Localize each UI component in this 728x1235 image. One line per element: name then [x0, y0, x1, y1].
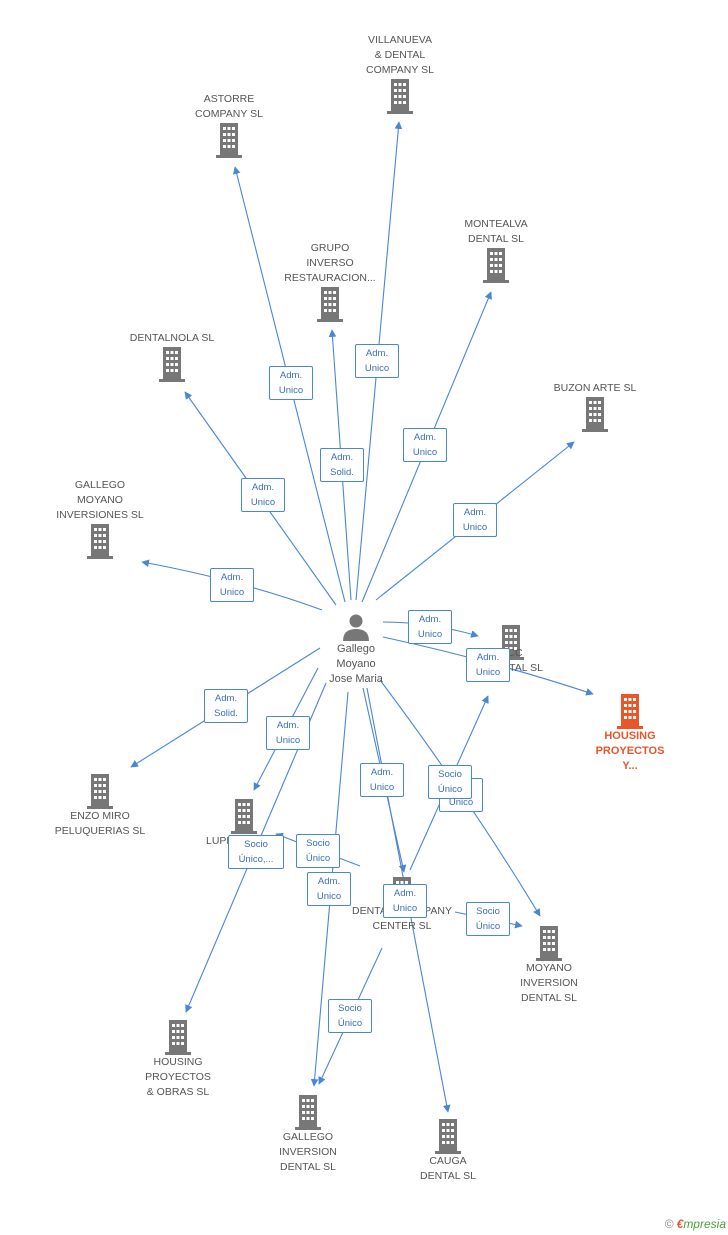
- building-icon: [87, 524, 113, 559]
- building-icon: [536, 926, 562, 961]
- company-name: GRUPO INVERSO RESTAURACION...: [284, 242, 376, 284]
- center-person[interactable]: Gallego Moyano Jose Maria: [296, 612, 416, 687]
- company-gallego-inv[interactable]: GALLEGO INVERSION DENTAL SL: [248, 1094, 368, 1175]
- relation-label[interactable]: Adm. Unico: [360, 763, 404, 797]
- person-icon: [343, 614, 369, 641]
- building-icon: [159, 347, 185, 382]
- building-icon: [582, 397, 608, 432]
- company-buzon[interactable]: BUZON ARTE SL: [535, 381, 655, 432]
- company-name: MONTEALVA DENTAL SL: [464, 218, 528, 245]
- building-icon: [387, 79, 413, 114]
- building-icon: [617, 694, 643, 729]
- company-housing-obras[interactable]: HOUSING PROYECTOS & OBRAS SL: [118, 1019, 238, 1100]
- company-name: DENTALNOLA SL: [129, 332, 215, 344]
- relation-label[interactable]: Adm. Unico: [383, 884, 427, 918]
- building-icon: [216, 123, 242, 158]
- company-lupe[interactable]: LUPE: [184, 798, 304, 849]
- company-name: HOUSING PROYECTOS Y...: [595, 730, 665, 772]
- relation-label[interactable]: Socio Único,...: [228, 835, 284, 869]
- company-housing-y[interactable]: HOUSING PROYECTOS Y...: [570, 693, 690, 774]
- center-person-name: Gallego Moyano Jose Maria: [329, 643, 383, 685]
- relation-label[interactable]: Adm. Unico: [266, 716, 310, 750]
- company-cauga[interactable]: CAUGA DENTAL SL: [388, 1118, 508, 1184]
- relation-label[interactable]: Adm. Unico: [210, 568, 254, 602]
- brand-footer[interactable]: ©€mpresia: [665, 1217, 726, 1231]
- building-icon: [295, 1095, 321, 1130]
- brand-name: mpresia: [683, 1217, 726, 1231]
- relation-label[interactable]: Adm. Unico: [408, 610, 452, 644]
- company-moyano-inv[interactable]: MOYANO INVERSION DENTAL SL: [489, 925, 609, 1006]
- company-name: HOUSING PROYECTOS & OBRAS SL: [145, 1056, 211, 1098]
- building-icon: [435, 1119, 461, 1154]
- relation-label[interactable]: Socio Único: [428, 765, 472, 799]
- relation-label[interactable]: Adm. Solid.: [204, 689, 248, 723]
- company-name: BUZON ARTE SL: [553, 382, 637, 394]
- company-name: GALLEGO MOYANO INVERSIONES SL: [56, 479, 144, 521]
- relation-label[interactable]: Adm. Solid.: [320, 448, 364, 482]
- building-icon: [483, 248, 509, 283]
- building-icon: [231, 799, 257, 834]
- relation-label[interactable]: Adm. Unico: [403, 428, 447, 462]
- relation-label[interactable]: Socio Único: [466, 902, 510, 936]
- relation-label[interactable]: Socio Único: [296, 834, 340, 868]
- relation-label[interactable]: Socio Único: [328, 999, 372, 1033]
- copyright-symbol: ©: [664, 1217, 674, 1231]
- relation-label[interactable]: Adm. Unico: [453, 503, 497, 537]
- company-name: ASTORRE COMPANY SL: [195, 93, 263, 120]
- relation-label[interactable]: Adm. Unico: [466, 648, 510, 682]
- company-name: LUPE: [206, 835, 234, 847]
- company-villanueva[interactable]: VILLANUEVA & DENTAL COMPANY SL: [340, 33, 460, 114]
- company-name: ENZO MIRO PELUQUERIAS SL: [54, 810, 146, 837]
- building-icon: [165, 1020, 191, 1055]
- company-astorre[interactable]: ASTORRE COMPANY SL: [169, 92, 289, 158]
- company-enzo[interactable]: ENZO MIRO PELUQUERIAS SL: [40, 773, 160, 839]
- company-dentalnola[interactable]: DENTALNOLA SL: [112, 331, 232, 382]
- relation-label[interactable]: Adm. Unico: [355, 344, 399, 378]
- building-icon: [87, 774, 113, 809]
- company-grupo[interactable]: GRUPO INVERSO RESTAURACION...: [270, 241, 390, 322]
- relation-label[interactable]: Adm. Unico: [307, 872, 351, 906]
- company-name: GALLEGO INVERSION DENTAL SL: [279, 1131, 337, 1173]
- company-name: MOYANO INVERSION DENTAL SL: [520, 962, 578, 1004]
- company-montealva[interactable]: MONTEALVA DENTAL SL: [436, 217, 556, 283]
- relation-label[interactable]: Adm. Unico: [269, 366, 313, 400]
- company-gallego-moyano[interactable]: GALLEGO MOYANO INVERSIONES SL: [40, 478, 160, 559]
- company-name: VILLANUEVA & DENTAL COMPANY SL: [366, 34, 434, 76]
- brand-logo-mark: €: [676, 1217, 684, 1231]
- building-icon: [317, 287, 343, 322]
- company-name: CAUGA DENTAL SL: [419, 1155, 477, 1182]
- relation-label[interactable]: Adm. Unico: [241, 478, 285, 512]
